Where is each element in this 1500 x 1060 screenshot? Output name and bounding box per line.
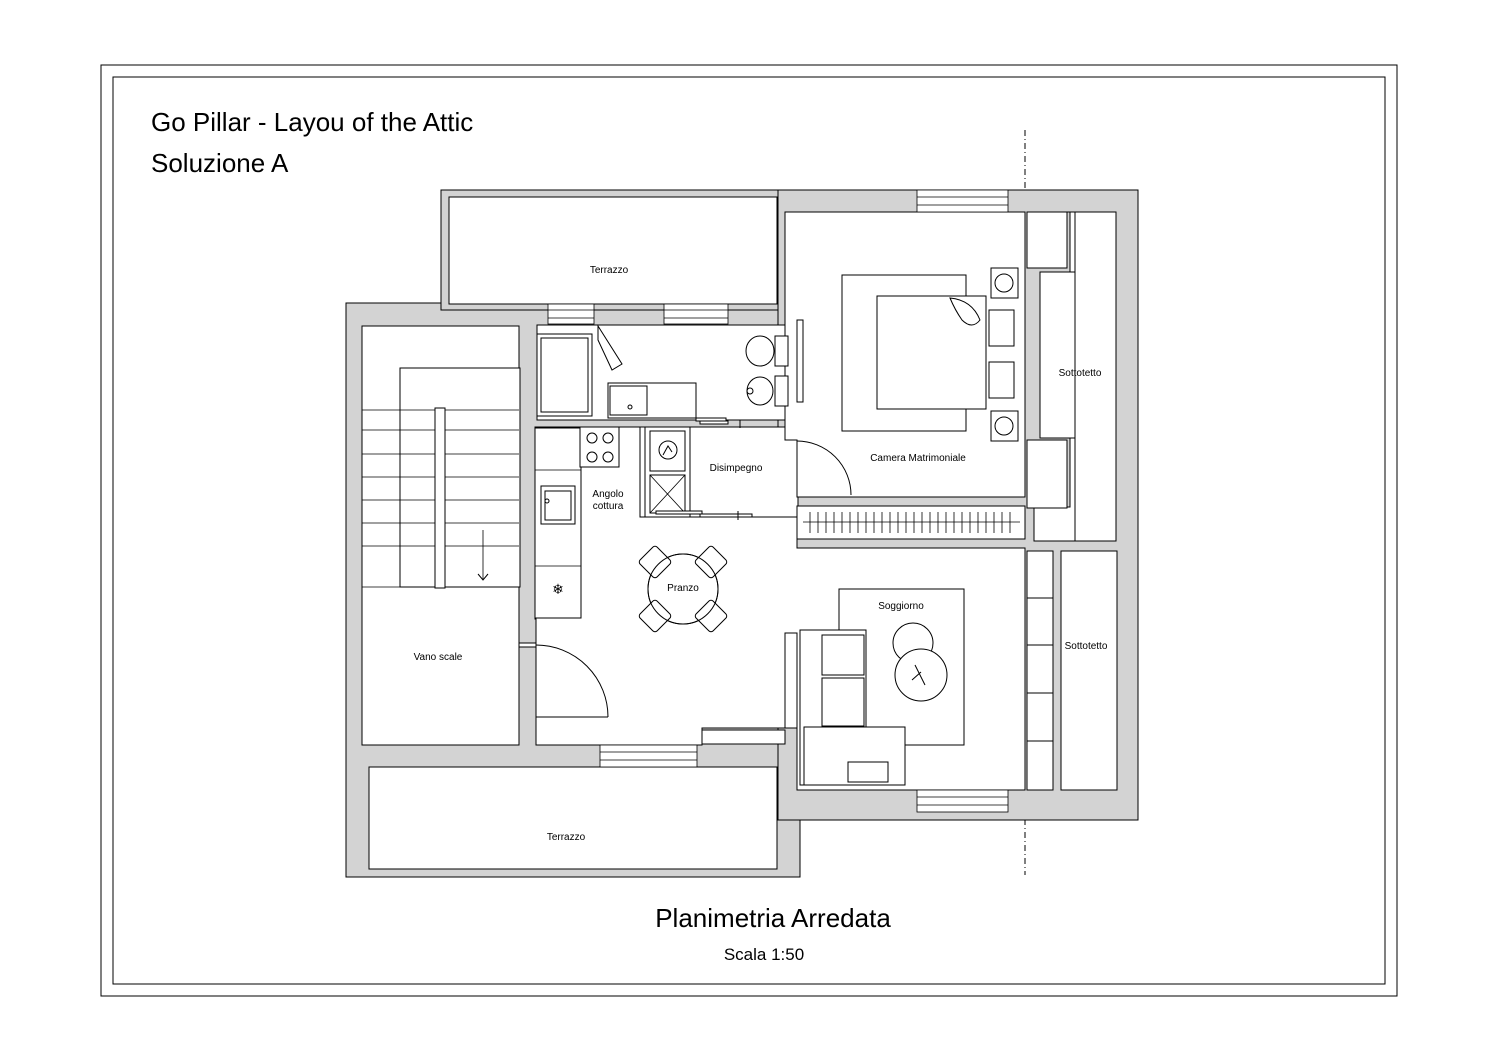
label-soggiorno: Soggiorno (878, 601, 924, 612)
double-bed (841, 267, 1019, 442)
svg-text:❄: ❄ (552, 581, 564, 597)
dining-set (638, 545, 728, 633)
plan-subtitle: Soluzione A (151, 148, 289, 178)
bathroom-fixtures (536, 319, 804, 428)
label-pranzo: Pranzo (667, 583, 699, 594)
bedroom-door (796, 440, 852, 496)
living-room (701, 588, 965, 786)
wardrobe (796, 505, 1054, 791)
label-terrazzo-bottom: Terrazzo (547, 832, 586, 843)
label-sottotetto-bottom: Sottotetto (1065, 641, 1108, 652)
footer-scale: Scala 1:50 (724, 945, 804, 964)
staircase (361, 367, 521, 589)
label-angolo: Angolo (592, 489, 624, 500)
label-vano-scale: Vano scale (414, 652, 463, 663)
kitchen: ❄ (534, 426, 753, 619)
label-cottura: cottura (593, 501, 624, 512)
label-disimpegno: Disimpegno (710, 463, 763, 474)
plan-title: Go Pillar - Layou of the Attic (151, 107, 473, 137)
label-terrazzo-top: Terrazzo (590, 265, 629, 276)
inner-frame (112, 76, 1386, 985)
label-sottotetto-top: Sottotetto (1059, 368, 1102, 379)
entrance-door (518, 642, 609, 720)
windows (547, 189, 1009, 813)
footer-title: Planimetria Arredata (655, 903, 891, 933)
label-camera: Camera Matrimoniale (870, 453, 966, 464)
outer-frame (100, 64, 1398, 997)
